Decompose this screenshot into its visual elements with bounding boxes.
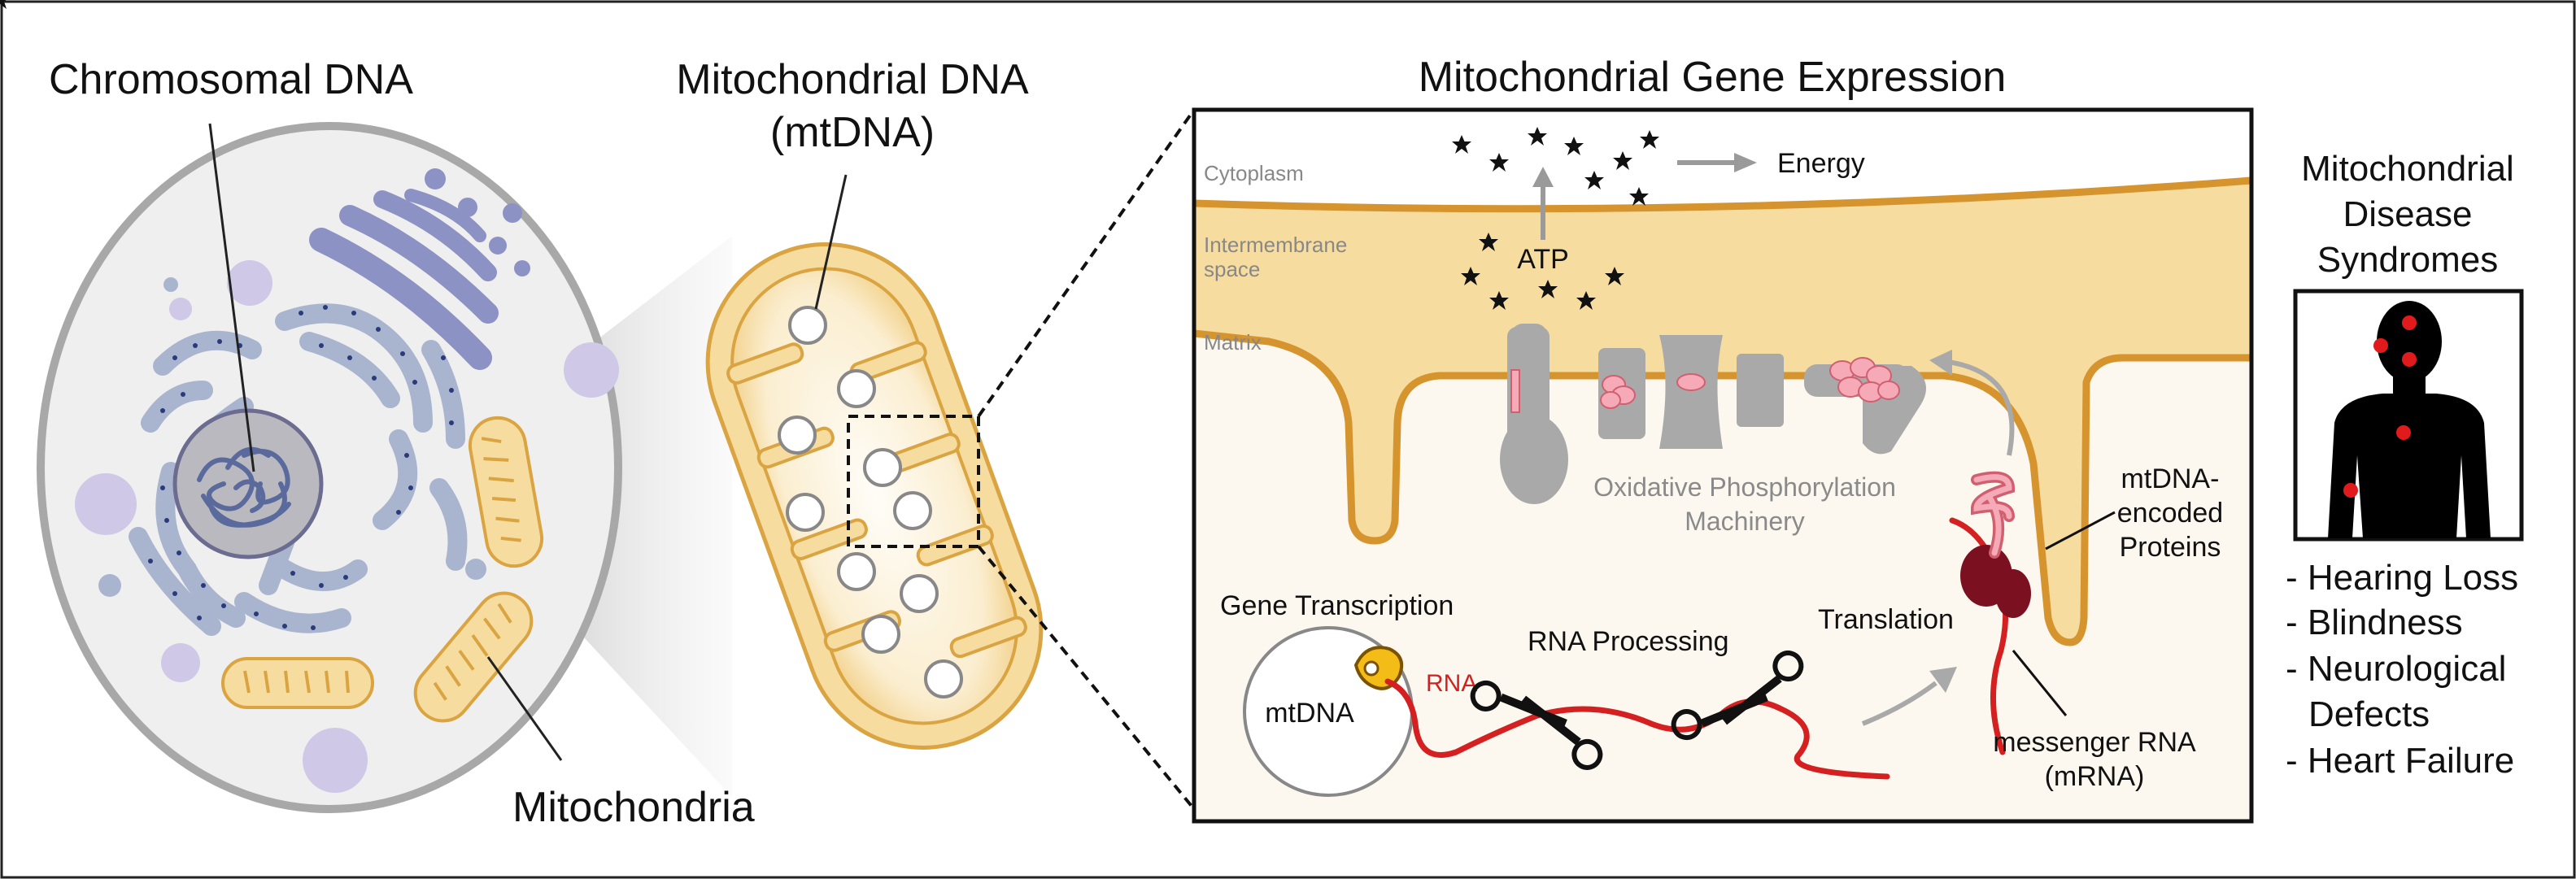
oxphos-label-line2: Machinery bbox=[1685, 507, 1805, 536]
complex-i bbox=[1500, 324, 1568, 504]
chromosomal-dna-label: Chromosomal DNA bbox=[49, 56, 413, 103]
encoded-proteins-leader bbox=[2045, 511, 2116, 550]
cytoplasm-label: Cytoplasm bbox=[1204, 161, 1304, 185]
ribosome-small bbox=[1995, 569, 2031, 618]
mtdna-label: mtDNA bbox=[1265, 698, 1354, 729]
cell-mitochondrion-2 bbox=[221, 657, 374, 709]
energy-label: Energy bbox=[1777, 148, 1865, 179]
symptom-defects: Defects bbox=[2308, 694, 2430, 734]
golgi-apparatus bbox=[309, 189, 499, 370]
cell-mitochondrion-1 bbox=[468, 416, 544, 568]
intermembrane-space bbox=[1194, 181, 2251, 642]
rna-processing-label: RNA Processing bbox=[1528, 626, 1729, 657]
complex-ii bbox=[1598, 348, 1645, 439]
disease-title-line3: Syndromes bbox=[2317, 240, 2499, 280]
cell: Chromosomal DNA Mitochondria bbox=[37, 56, 755, 831]
panel-border bbox=[1192, 107, 2254, 824]
mitochondria-label: Mitochondria bbox=[512, 784, 755, 831]
vesicles bbox=[75, 260, 619, 793]
mtdna-circles bbox=[778, 306, 963, 698]
inner-membrane bbox=[1194, 329, 2251, 646]
gene-transcription-label: Gene Transcription bbox=[1220, 590, 1454, 621]
mrna-label-line1: messenger RNA bbox=[1993, 727, 2196, 758]
symptom-heart-failure: - Heart Failure bbox=[2286, 741, 2514, 781]
translation-arrow bbox=[1861, 667, 1957, 726]
symptom-hearing-loss: - Hearing Loss bbox=[2286, 558, 2518, 598]
outer-membrane bbox=[1194, 176, 2251, 213]
chromatin bbox=[197, 446, 291, 528]
protein-insertion-arrow bbox=[1929, 350, 2015, 456]
mito-dna-label-line2: (mtDNA) bbox=[770, 109, 935, 156]
mrna-label-line2: (mRNA) bbox=[2045, 761, 2145, 792]
encoded-proteins-line3: Proteins bbox=[2120, 532, 2221, 563]
symptom-neurological: - Neurological bbox=[2286, 649, 2506, 689]
translation-label: Translation bbox=[1818, 604, 1954, 635]
zoom-line-top bbox=[977, 108, 1196, 418]
large-mitochondrion: Mitochondrial DNA (mtDNA) bbox=[676, 56, 1196, 811]
mrna-leader bbox=[2012, 650, 2068, 716]
oxphos-complexes bbox=[1500, 324, 1926, 504]
disease-title-line1: Mitochondrial bbox=[2301, 149, 2514, 189]
gene-expression-title: Mitochondrial Gene Expression bbox=[1419, 54, 2007, 101]
symptom-dots bbox=[2343, 315, 2417, 498]
complex-v bbox=[1804, 357, 1926, 455]
scissors-icon-2 bbox=[1671, 651, 1804, 741]
disease-panel: Mitochondrial Disease Syndromes - Hearin… bbox=[2286, 149, 2524, 781]
small-vesicles bbox=[98, 277, 486, 597]
golgi-vesicles bbox=[425, 168, 530, 276]
intermembrane-label-line1: Intermembrane bbox=[1204, 233, 1347, 257]
mtdna-leader bbox=[814, 174, 848, 310]
oxphos-label-line1: Oxidative Phosphorylation bbox=[1593, 472, 1896, 502]
encoded-proteins-line2: encoded bbox=[2117, 498, 2223, 529]
scissors-icon-1 bbox=[1470, 680, 1603, 770]
energy-arrow bbox=[1677, 153, 1757, 172]
nascent-protein-fill bbox=[1973, 474, 2012, 556]
zoom-box bbox=[847, 415, 980, 548]
gene-expression-panel: Mitochondrial Gene Expression Cytoplasm … bbox=[0, 0, 2254, 824]
zoom-line-bottom bbox=[977, 545, 1196, 811]
human-silhouette bbox=[2328, 301, 2491, 538]
mito-dna-label-line1: Mitochondrial DNA bbox=[676, 56, 1029, 103]
chromosomal-dna-leader bbox=[208, 123, 255, 472]
cell-mitochondrion-3 bbox=[413, 591, 534, 723]
matrix-label: Matrix bbox=[1204, 330, 1262, 355]
rna-label: RNA bbox=[1426, 670, 1477, 697]
intermembrane-label-line2: space bbox=[1204, 257, 1260, 281]
encoded-proteins-line1: mtDNA- bbox=[2121, 463, 2220, 494]
complex-iv bbox=[1737, 354, 1784, 427]
atp-molecules bbox=[0, 0, 1659, 310]
disease-title-line2: Disease bbox=[2343, 194, 2473, 234]
mitochondria-leader bbox=[486, 656, 563, 761]
mrna-strand bbox=[1949, 517, 2009, 755]
atp-arrow bbox=[1532, 167, 1554, 240]
complex-iii bbox=[1659, 335, 1723, 449]
symptom-blindness: - Blindness bbox=[2286, 603, 2463, 642]
atp-label: ATP bbox=[1517, 244, 1569, 275]
ribosome-dots bbox=[148, 305, 454, 630]
rna-strand bbox=[1384, 678, 1890, 780]
